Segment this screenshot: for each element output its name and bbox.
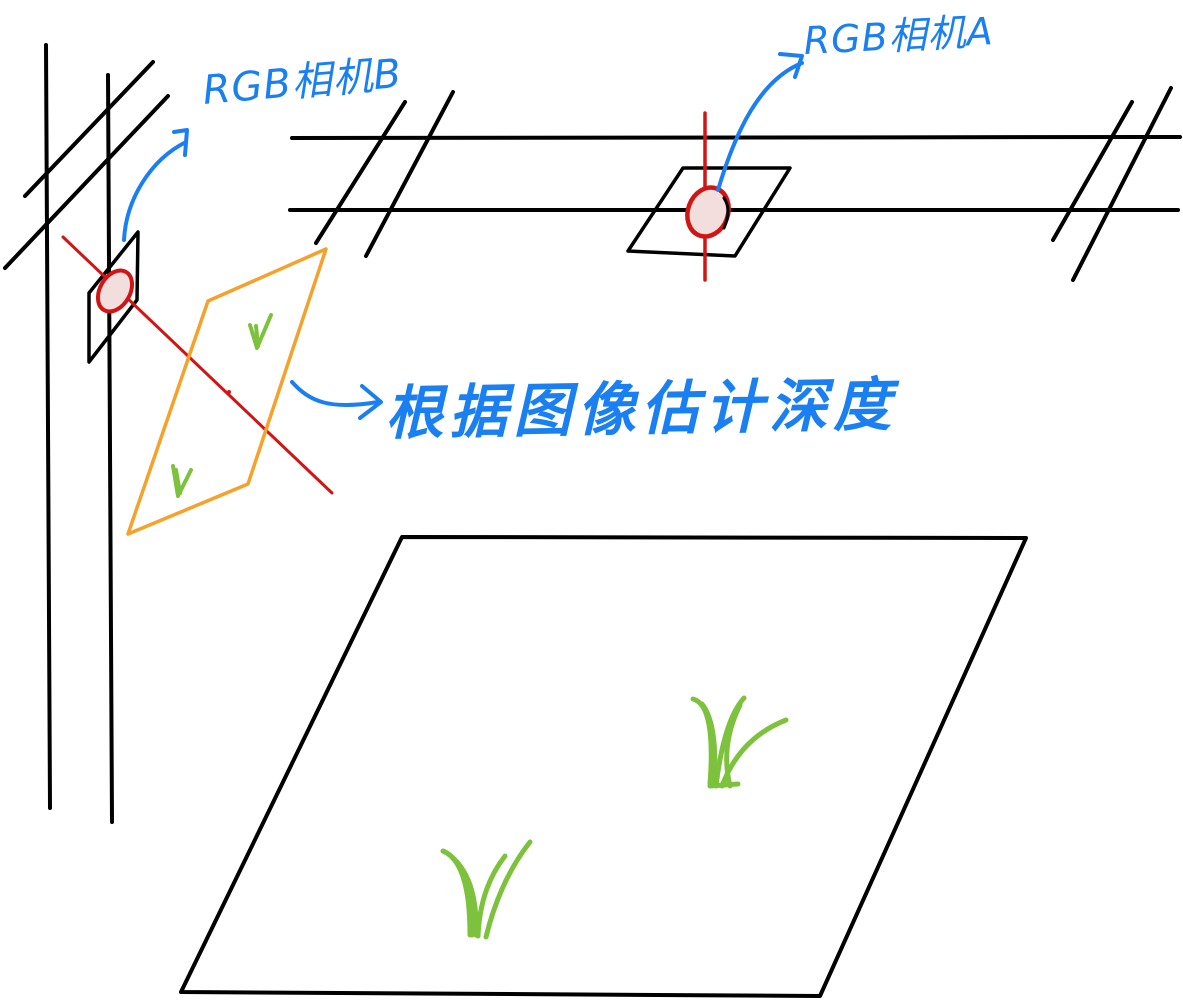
beam-tick-2 <box>364 90 455 258</box>
camera-b-lens-icon <box>95 268 135 314</box>
beam-tick-1 <box>314 100 407 245</box>
grass-icon <box>690 695 789 789</box>
beam-tick-4 <box>1071 86 1173 282</box>
left-pole-structure <box>3 43 170 824</box>
top-beam-structure <box>288 86 1182 282</box>
camera-b-mount-plate <box>87 230 140 364</box>
camera-b-optical-axis <box>61 235 334 495</box>
camera-b <box>61 230 334 495</box>
grass-left-blade-3 <box>475 853 508 939</box>
grass-blade-frame-2b <box>174 468 182 495</box>
grass-icon <box>248 313 273 350</box>
grass-blade-frame-2 <box>171 464 193 498</box>
arrow-icon <box>358 384 383 420</box>
camera-a-label: RGB相机A <box>802 9 995 64</box>
camera-b-image-frame <box>126 247 328 536</box>
camera-b-axis-dot <box>227 390 231 394</box>
image-frame-outline <box>126 247 328 536</box>
ground-plane <box>179 535 1028 998</box>
pole-right-line <box>106 73 114 824</box>
grass-left-blade-4 <box>483 839 533 940</box>
pole-left-line <box>44 43 52 810</box>
arrow-icon <box>172 128 189 157</box>
arrow-camera-b <box>122 140 188 242</box>
pole-rail-lower <box>3 94 170 270</box>
camera-a-mount-plate <box>626 166 792 258</box>
grass-blade-frame-1 <box>248 313 273 350</box>
grass-blade-frame-1b <box>254 324 260 348</box>
arrow-depth-note <box>290 380 380 407</box>
pole-rail-upper <box>23 60 155 198</box>
grass-right-blade-2 <box>699 701 718 787</box>
annotation-arrows <box>122 52 804 420</box>
arrow-icon <box>778 52 804 79</box>
camera-a <box>626 111 792 282</box>
grass-right-blade-5 <box>724 702 743 789</box>
grass-left-blade-5 <box>454 859 476 938</box>
camera-a-lens-shadow <box>722 196 730 230</box>
ground-plane-outline <box>179 535 1028 998</box>
depth-estimation-note: 根据图像估计深度 <box>384 370 898 448</box>
grass-icon <box>440 839 533 940</box>
grass-right-base <box>707 781 741 789</box>
arrow-camera-a <box>716 61 804 192</box>
beam-tick-3 <box>1051 100 1134 242</box>
grass-icon <box>171 464 193 498</box>
